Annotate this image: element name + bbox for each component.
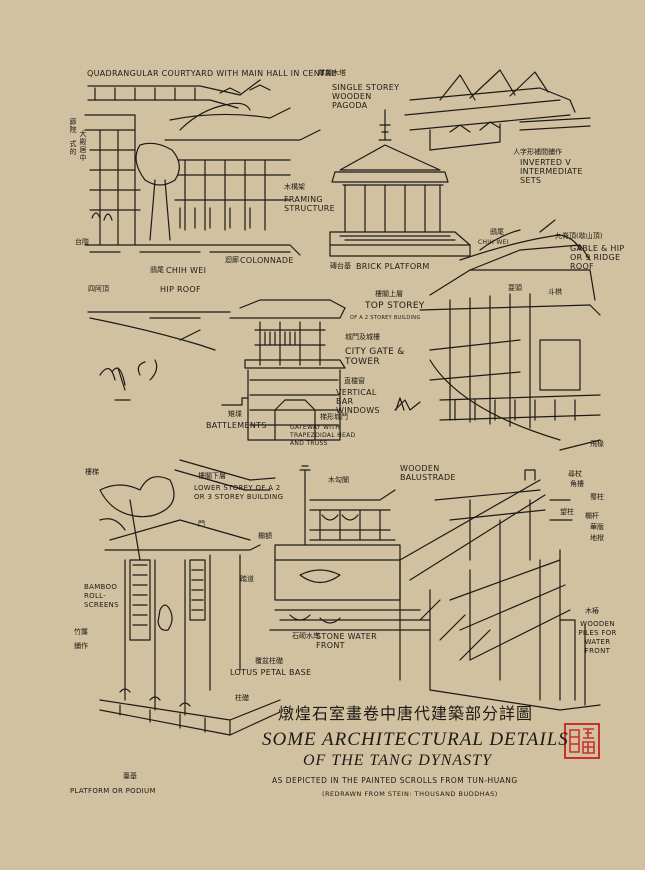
label-gateway: GATEWAY WITH TRAPEZOIDAL HEAD AND TRUSS <box>290 424 356 447</box>
label-side-cn-11: 樓梯 <box>85 468 99 476</box>
label-side-cn-2: 蜀柱 <box>590 493 604 501</box>
hip-roof-drawing <box>87 311 231 401</box>
label-battlements: BATTLEMENTS <box>206 421 267 430</box>
label-chih-wei-2: CHIH WEI <box>166 266 207 275</box>
label-stone-water-cn: 石砌水岸 <box>292 632 320 640</box>
label-colonnade: COLONNADE <box>240 256 294 265</box>
label-side-cn-16: 欄杆 <box>585 512 599 520</box>
label-courtyard: QUADRANGULAR COURTYARD with MAIN HALL IN… <box>87 69 337 78</box>
balustrade-drawing <box>269 465 431 631</box>
label-platform-cn: 臺基 <box>123 772 137 780</box>
label-side-cn-14: 耍頭 <box>508 284 522 292</box>
label-inverted-v: INVERTED V INTERMEDIATE SETS <box>520 158 583 185</box>
gable-roof-drawing <box>419 219 601 451</box>
label-lower-storey-cn: 樓閣下層 <box>198 472 226 480</box>
label-city-gate: CITY GATE & TOWER <box>345 347 405 367</box>
label-bamboo: BAMBOO ROLL-SCREENS <box>84 583 119 609</box>
caption-redrawn: (REDRAWN FROM STEIN: THOUSAND BUDDHAS) <box>322 790 498 798</box>
lower-storey-drawing <box>99 459 281 736</box>
label-stone-water: STONE WATER FRONT <box>316 632 377 650</box>
inverted-v-roof-drawing <box>404 69 591 151</box>
label-vertical-bar-cn: 直欞窗 <box>344 377 365 385</box>
label-chih-wei-cn-2: 鴟尾 <box>150 266 164 274</box>
label-pagoda: SINGLE STOREY WOODEN PAGODA <box>332 83 400 110</box>
seal-icon <box>569 728 595 754</box>
label-v-left-2: 式的 <box>69 140 77 156</box>
label-pagoda-cn: 單層木塔 <box>318 69 346 77</box>
label-gateway-cn: 梯形城門 <box>320 413 348 421</box>
caption-source: AS DEPICTED IN THE PAINTED SCROLLS FROM … <box>272 776 518 785</box>
label-side-cn-6: 竹簾 <box>74 628 88 636</box>
courtyard-drawing <box>84 79 321 256</box>
label-brick-platform: BRICK PLATFORM <box>356 262 430 271</box>
label-top-storey-sub: OF A 2 STOREY BUILDING <box>350 315 421 321</box>
title-chinese: 燉煌石室畫卷中唐代建築部分詳圖 <box>278 704 534 723</box>
label-top-storey: TOP STOREY <box>365 301 425 311</box>
label-side-cn-8: 欄額 <box>258 532 272 540</box>
label-platform: PLATFORM OR PODIUM <box>70 787 156 795</box>
label-side-cn-10: 台階 <box>75 238 89 246</box>
label-side-cn-1: 尋杖 <box>568 470 582 478</box>
label-wooden-piles-cn: 木樁 <box>585 607 599 615</box>
label-wooden-piles: WOODEN PILES FOR WATER FRONT <box>578 620 617 655</box>
label-colonnade-cn: 迴廊 <box>225 256 239 264</box>
label-chih-wei-1: CHIH WEI <box>478 239 509 246</box>
label-side-cn-3: 華版 <box>590 523 604 531</box>
title-sub: OF THE TANG DYNASTY <box>303 752 492 769</box>
label-side-cn-12: 門 <box>198 520 205 528</box>
city-gate-drawing <box>221 299 421 441</box>
label-lotus: LOTUS PETAL BASE <box>230 668 312 677</box>
label-framing-cn: 木構架 <box>284 183 305 191</box>
label-gable: GABLE & HIP OR 9 RIDGE ROOF <box>570 244 625 271</box>
pagoda-drawing <box>329 109 471 257</box>
label-wooden-balustrade: WOODEN BALUSTRADE <box>400 464 456 482</box>
label-hip-roof-cn: 四阿頂 <box>88 285 109 293</box>
label-hip-roof: HIP ROOF <box>160 285 201 294</box>
label-gable-cn: 九脊頂(歇山頂) <box>555 232 603 240</box>
label-battlements-cn: 雉堞 <box>228 410 242 418</box>
label-side-cn-17: 角樓 <box>570 480 584 488</box>
label-lotus-cn: 覆盆柱礎 <box>255 657 283 665</box>
title-main: SOME ARCHITECTURAL DETAILS <box>262 729 569 750</box>
stairway-drawing <box>399 469 601 711</box>
label-side-cn-15: 飛椽 <box>590 440 604 448</box>
label-side-cn-5: 望柱 <box>560 508 574 516</box>
seal-stamp <box>565 724 599 758</box>
label-v-left-3: 大殿居中 <box>79 130 87 162</box>
label-wooden-balustrade-cn: 木勾闌 <box>328 476 349 484</box>
label-side-cn-13: 斗栱 <box>548 288 562 296</box>
label-brick-platform-cn: 磚台基 <box>330 262 351 270</box>
label-chih-wei-cn-1: 鴟尾 <box>490 228 504 236</box>
label-inverted-v-cn: 人字形補間鋪作 <box>513 148 562 156</box>
label-side-cn-4: 地栿 <box>590 534 604 542</box>
label-side-cn-7: 鋪作 <box>74 642 88 650</box>
label-side-cn-9: 柱礎 <box>235 694 249 702</box>
label-vertical-bar: VERTICAL BAR WINDOWS <box>336 388 380 415</box>
label-lower-storey: LOWER STOREY OF A 2 OR 3 STOREY BUILDING <box>194 484 284 501</box>
label-v-left-1: 廊院 <box>69 118 77 134</box>
label-top-storey-cn: 樓閣上層 <box>375 290 403 298</box>
label-framing: FRAMING STRUCTURE <box>284 195 336 213</box>
label-side-cn-18: 踏道 <box>240 575 254 583</box>
label-city-gate-cn: 城門及城樓 <box>345 333 380 341</box>
